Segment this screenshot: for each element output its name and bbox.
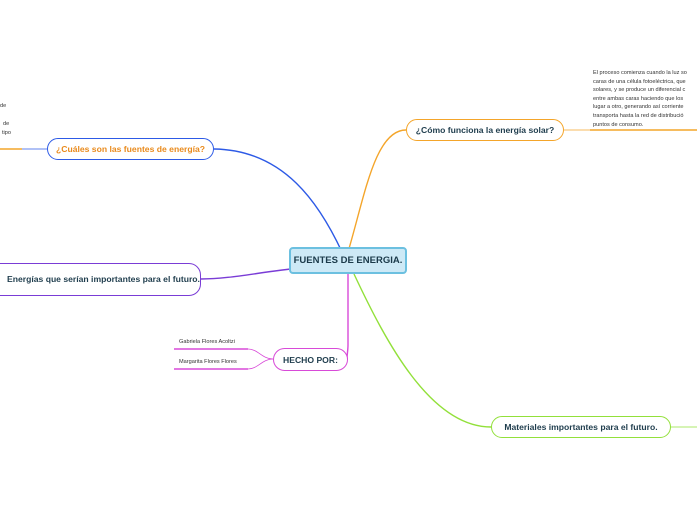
solar-text-line: puntos de consumo. [593, 121, 644, 128]
leaf-author-margarita[interactable]: Margarita Flores Flores [179, 359, 237, 365]
central-topic[interactable]: FUENTES DE ENERGIA. [289, 247, 407, 274]
hecho-leaf-connector-1 [247, 348, 274, 360]
topic-materiales-futuro[interactable]: Materiales importantes para el futuro. [491, 416, 671, 438]
topic-hecho-por-label: HECHO POR: [283, 354, 338, 365]
connector-energias [200, 267, 301, 280]
connector-materiales [353, 273, 492, 428]
connector-hecho [346, 274, 349, 360]
fuentes-leaf-fragment-2: de [3, 121, 10, 127]
solar-text-line: transporta hasta la red de distribució [593, 112, 684, 119]
topic-energia-solar-label: ¿Cómo funciona la energía solar? [415, 125, 555, 135]
topic-fuentes[interactable]: ¿Cuáles son las fuentes de energía? [47, 138, 214, 160]
topic-fuentes-label: ¿Cuáles son las fuentes de energía? [55, 144, 205, 154]
topic-materiales-futuro-label: Materiales importantes para el futuro. [504, 422, 658, 432]
topic-hecho-por[interactable]: HECHO POR: [273, 348, 348, 371]
connector-solar [347, 129, 407, 253]
solar-text-line: caras de una célula fotoeléctrica, que [593, 78, 686, 85]
solar-text-line: El proceso comienza cuando la luz so [593, 70, 687, 76]
topic-energia-solar[interactable]: ¿Cómo funciona la energía solar? [406, 119, 564, 141]
topic-energias-futuro-label: Energías que serían importantes para el … [7, 274, 200, 285]
connector-fuentes [213, 148, 343, 253]
fuentes-leaf-fragment-1: de [0, 103, 7, 109]
fuentes-leaf-fragment-3: tipo [2, 130, 12, 136]
solar-explanation[interactable]: El proceso comienza cuando la luz so car… [593, 69, 687, 129]
leaf-author-gabriela[interactable]: Gabriela Flores Acoltzi [179, 339, 235, 345]
topic-energias-futuro[interactable]: Energías que serían importantes para el … [0, 263, 201, 296]
solar-text-line: entre ambas caras haciendo que los [593, 95, 684, 102]
central-topic-label: FUENTES DE ENERGIA. [293, 255, 403, 266]
hecho-leaf-connector-2 [247, 358, 274, 370]
solar-text-line: lugar a otro, generando así corriente [593, 104, 684, 111]
solar-text-line: solares, y se produce un diferencial c [593, 87, 686, 94]
